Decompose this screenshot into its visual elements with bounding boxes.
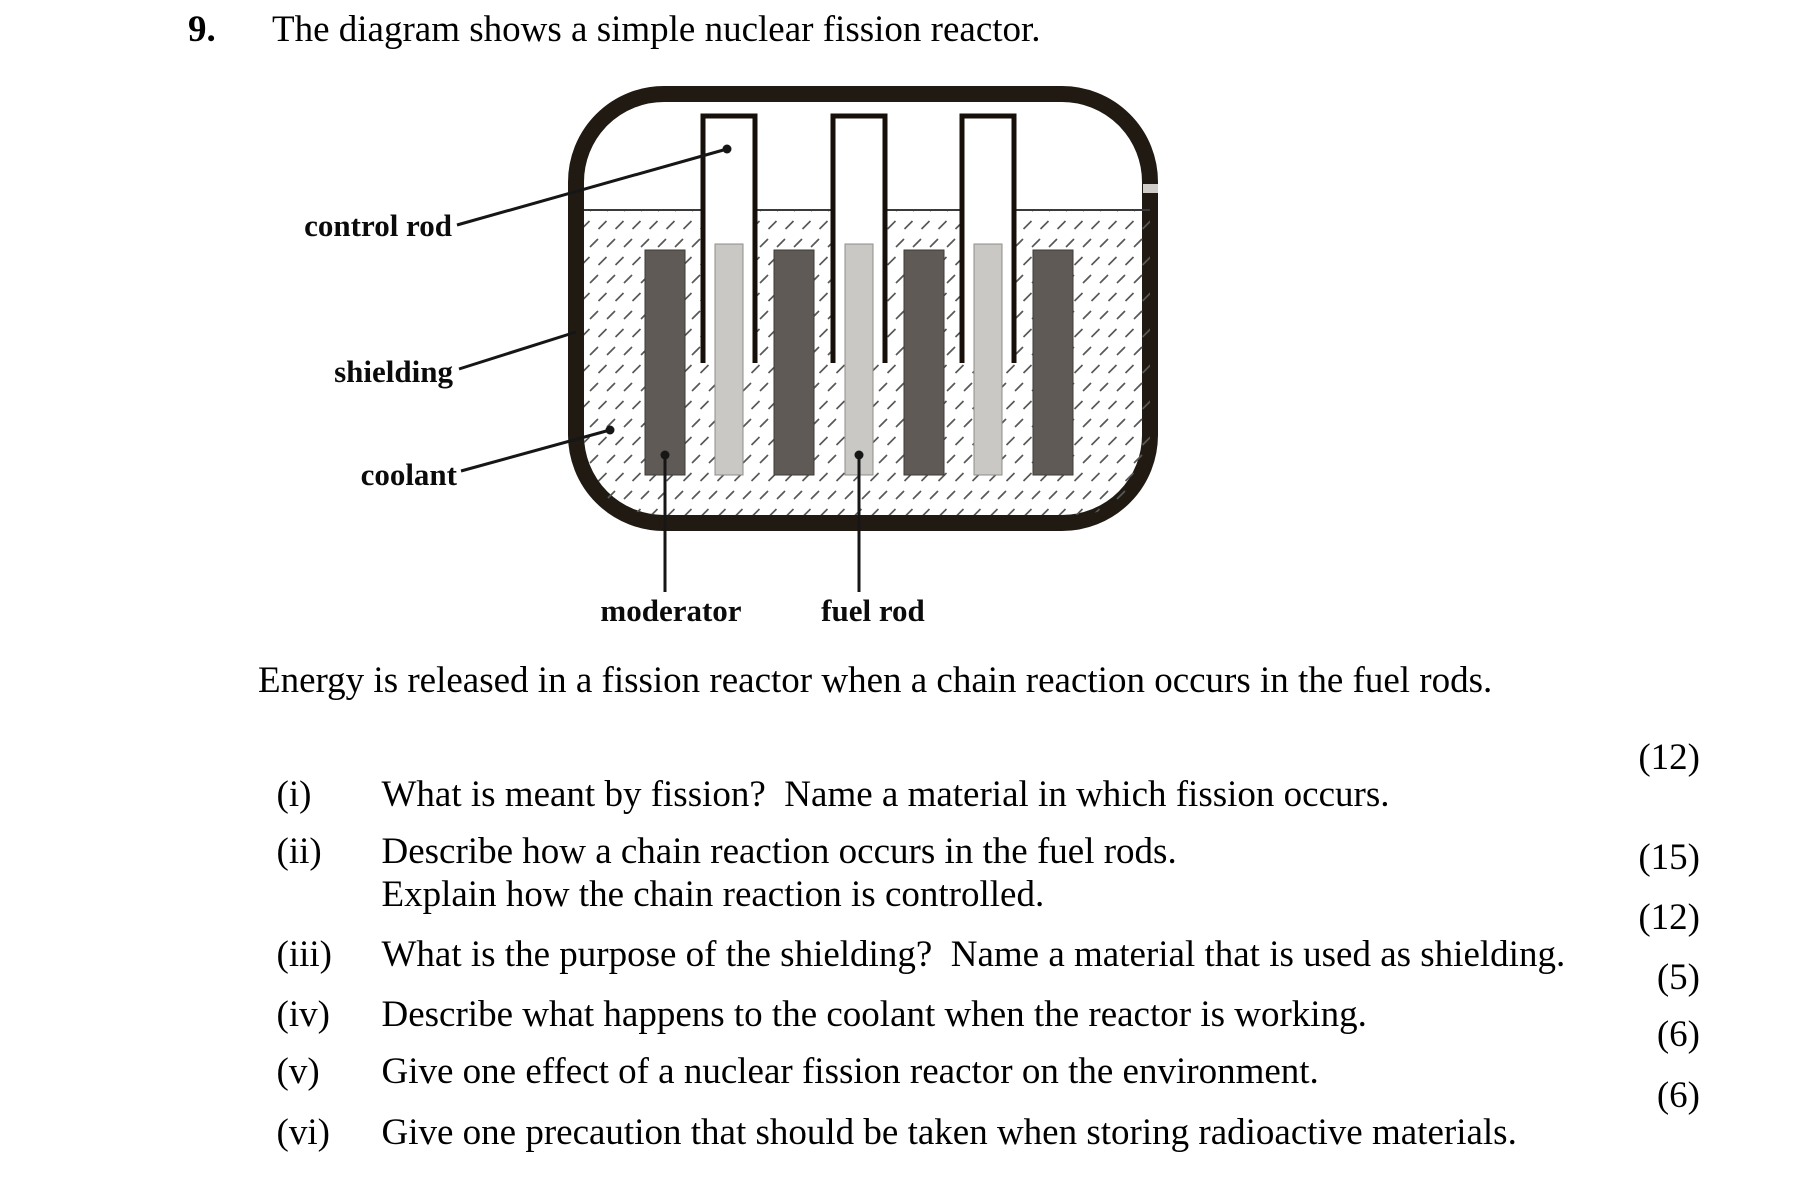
- question-item-iv: (iv) Describe what happens to the coolant…: [258, 957, 1701, 1070]
- coolant-leader-line: [460, 428, 611, 473]
- control-rod-label: control rod: [304, 208, 452, 243]
- item-marks: (6): [1656, 1014, 1700, 1055]
- moderator-rod: [903, 249, 945, 476]
- item-number: (ii): [276, 831, 322, 872]
- reactor-diagram: control rod shielding coolant moderator …: [304, 86, 1158, 628]
- item-marks: (6): [1656, 1075, 1700, 1116]
- fuel-rod: [714, 243, 744, 476]
- shielding-label: shielding: [334, 354, 453, 389]
- exam-page: { "question": { "number": "9.", "intro":…: [188, 9, 1701, 1151]
- item-number: (i): [276, 774, 312, 815]
- question-item-ii-continued: Explain how the chain reaction is contro…: [258, 837, 1701, 950]
- shielding-leader-line: [458, 330, 577, 371]
- question-item-vi: (vi) Give one precaution that should be t…: [258, 1075, 1701, 1188]
- item-text: Describe what happens to the coolant whe…: [381, 994, 1367, 1035]
- question-item-iii: (iii) What is the purpose of the shieldin…: [258, 897, 1701, 1010]
- item-marks: (12): [1638, 897, 1700, 938]
- item-text: Give one precaution that should be taken…: [381, 1112, 1517, 1153]
- wall-notch: [1143, 184, 1158, 193]
- control-rod-leader-line: [456, 147, 728, 227]
- coolant-label: coolant: [361, 457, 458, 492]
- item-text: Explain how the chain reaction is contro…: [381, 874, 1045, 915]
- fuel-rod-leader-dot: [854, 450, 864, 460]
- moderator-rod: [644, 249, 686, 476]
- moderator-label: moderator: [600, 593, 741, 628]
- item-marks: (15): [1638, 837, 1700, 878]
- item-text: What is meant by fission? Name a materia…: [381, 774, 1390, 815]
- item-text: Describe how a chain reaction occurs in …: [381, 831, 1177, 872]
- question-item-ii: (ii) Describe how a chain reaction occurs…: [258, 796, 1700, 907]
- moderator-rod: [773, 249, 815, 476]
- question-item-v: (v) Give one effect of a nuclear fission …: [258, 1014, 1701, 1127]
- fuel-rod: [844, 243, 874, 476]
- item-marks: (5): [1656, 957, 1700, 998]
- coolant-leader-dot: [605, 425, 615, 435]
- item-marks: (12): [1638, 737, 1700, 778]
- fuel-rod: [973, 243, 1003, 476]
- moderator-leader-dot: [660, 450, 670, 460]
- question-item-i: (i) What is meant by fission? Name a mate…: [258, 737, 1701, 850]
- fuel-rod-label: fuel rod: [821, 593, 925, 628]
- item-number: (iii): [276, 934, 332, 975]
- item-text: Give one effect of a nuclear fission rea…: [381, 1051, 1319, 1092]
- item-number: (iv): [276, 994, 330, 1035]
- moderator-rod: [1032, 249, 1074, 476]
- question-number: 9.: [188, 9, 216, 50]
- item-number: (v): [276, 1051, 320, 1092]
- control-rod-leader-dot: [722, 144, 732, 154]
- item-text: What is the purpose of the shielding? Na…: [381, 934, 1566, 975]
- item-number: (vi): [276, 1112, 330, 1153]
- question-intro: The diagram shows a simple nuclear fissi…: [272, 9, 1041, 50]
- question-paragraph: Energy is released in a fission reactor …: [258, 660, 1493, 701]
